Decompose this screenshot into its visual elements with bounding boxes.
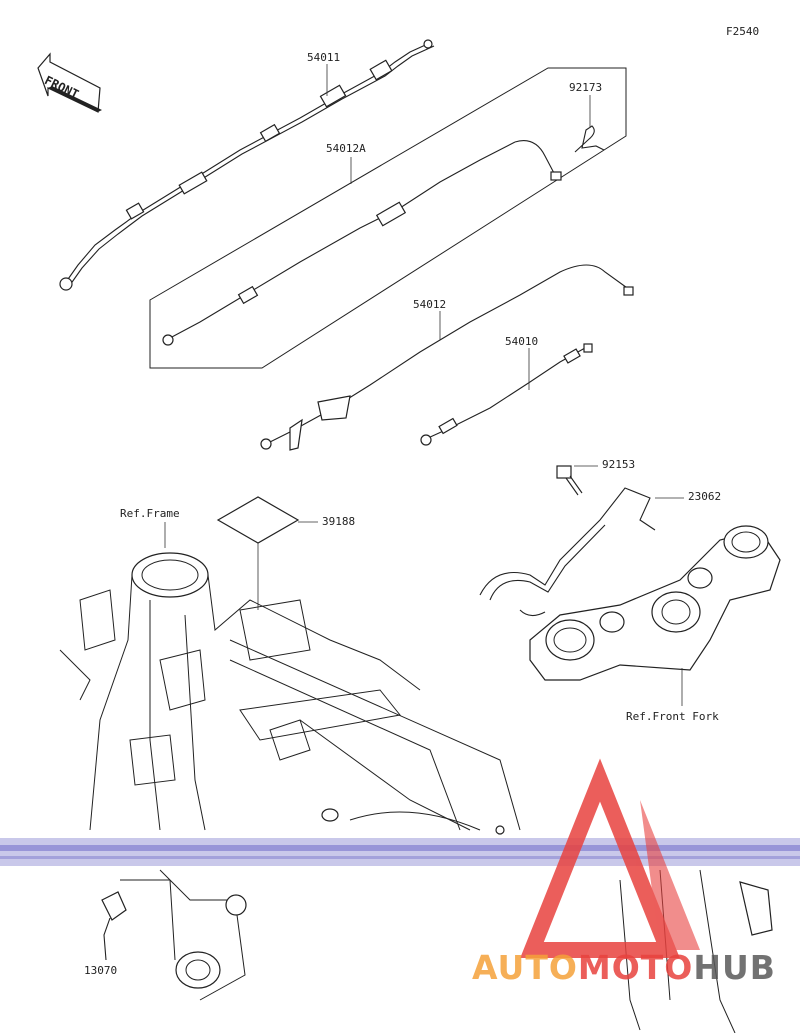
label-54012: 54012 [413,298,447,311]
label-92173: 92173 [569,81,603,94]
group-frame-54012A [149,67,627,369]
watermark-moto: MOTO [577,948,694,987]
scan-artifact-band [0,838,800,866]
label-54010: 54010 [505,335,539,348]
cable-54011 [59,39,435,291]
clamp-13070 [101,891,127,961]
frame-illustration [59,522,521,1001]
figure-code: F2540 [726,25,760,38]
label-13070: 13070 [84,964,118,977]
front-arrow-icon [37,52,102,113]
cable-54010 [420,343,593,446]
watermark-hub: HUB [693,948,776,987]
ref-frame-label: Ref.Frame [120,507,180,520]
watermark-triangle-icon [520,758,700,958]
label-54011: 54011 [307,51,341,64]
watermark-text: AUTOMOTOHUB [472,948,798,988]
label-92153: 92153 [602,458,636,471]
spring-92173 [574,125,605,153]
pad-39188 [216,496,318,610]
lower-right-parts [619,869,773,1033]
label-39188: 39188 [322,515,356,528]
label-54012A: 54012A [326,142,366,155]
bolt-92153 [556,465,598,496]
ref-front-fork-label: Ref.Front Fork [626,710,719,723]
triple-clamp [529,525,781,706]
guide-23062 [479,487,684,617]
cable-54012A [162,140,562,346]
label-23062: 23062 [688,490,722,503]
cable-54012 [260,264,634,451]
watermark-auto: AUTO [472,948,578,987]
